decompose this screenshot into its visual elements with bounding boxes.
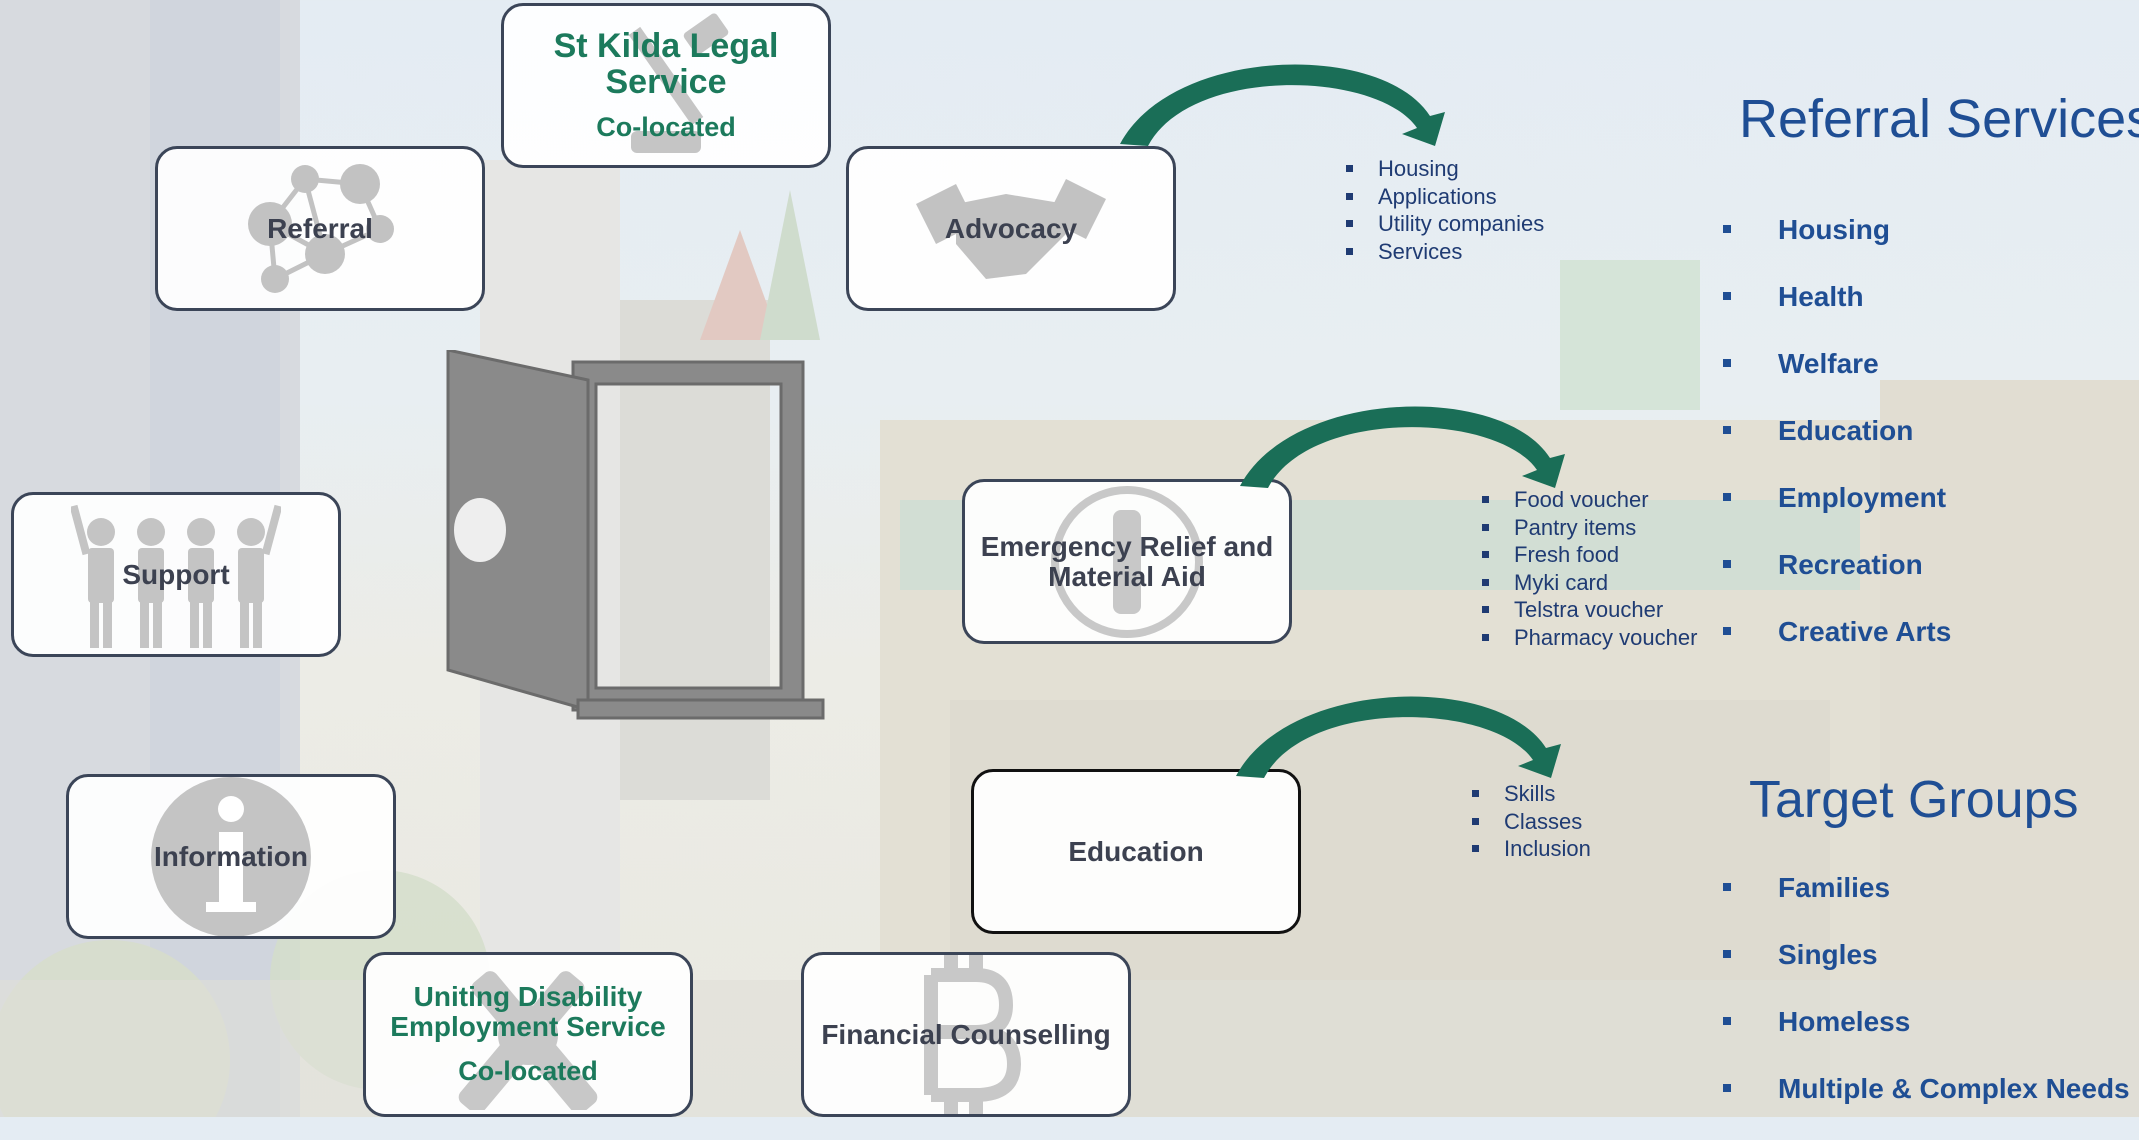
node-disability-service[interactable]: Uniting Disability Employment Service Co… [363, 952, 693, 1117]
emergency-relief-label: Emergency Relief and Material Aid [980, 530, 1274, 592]
list-item: Skills [1472, 780, 1591, 808]
referral-services-heading: Referral Services [1739, 89, 2139, 149]
info-icon [151, 777, 311, 936]
list-item: Pharmacy voucher [1482, 624, 1697, 652]
disability-service-title: Uniting Disability Employment Service [390, 981, 666, 1042]
support-label: Support [122, 558, 230, 590]
advocacy-list: Housing Applications Utility companies S… [1346, 155, 1544, 265]
node-support[interactable]: Support [11, 492, 341, 657]
medical-cross-icon [1051, 485, 1203, 638]
education-label: Education [1068, 835, 1204, 867]
list-item: Recreation [1723, 549, 1951, 616]
education-list: Skills Classes Inclusion [1472, 780, 1591, 863]
list-item: Services [1346, 238, 1544, 266]
hands-icon [458, 970, 598, 1110]
emergency-list: Food voucher Pantry items Fresh food Myk… [1482, 486, 1697, 651]
list-item: Families [1723, 872, 2130, 939]
list-item: Homeless [1723, 1006, 2130, 1073]
node-advocacy[interactable]: Advocacy [846, 146, 1176, 311]
list-item: Myki card [1482, 569, 1697, 597]
list-item: Education [1723, 415, 1951, 482]
financial-counselling-label: Financial Counselling [821, 1018, 1111, 1050]
target-groups-list: Families Singles Homeless Multiple & Com… [1723, 872, 2130, 1140]
node-financial-counselling[interactable]: Financial Counselling [801, 952, 1131, 1117]
list-item: Food voucher [1482, 486, 1697, 514]
disability-service-colocated: Co-located [458, 1056, 598, 1086]
list-item: Multiple & Complex Needs [1723, 1073, 2130, 1140]
list-item: Singles [1723, 939, 2130, 1006]
emergency-arrow [1240, 406, 1565, 488]
list-item: Welfare [1723, 348, 1951, 415]
list-item: Applications [1346, 183, 1544, 211]
node-legal-service[interactable]: St Kilda Legal Service Co-located [501, 3, 831, 168]
referral-services-list: Housing Health Welfare Education Employm… [1723, 214, 1951, 683]
list-item: Pantry items [1482, 514, 1697, 542]
network-icon [248, 163, 394, 293]
list-item: Creative Arts [1723, 616, 1951, 683]
advocacy-label: Advocacy [944, 212, 1078, 244]
education-arrow [1236, 696, 1561, 778]
information-label: Information [154, 840, 308, 872]
list-item: Housing [1346, 155, 1544, 183]
legal-service-title: St Kilda Legal Service [553, 27, 779, 101]
bitcoin-icon [924, 955, 1022, 1114]
handshake-icon [916, 178, 1106, 279]
list-item: Employment [1723, 482, 1951, 549]
list-item: Fresh food [1482, 541, 1697, 569]
list-item: Health [1723, 281, 1951, 348]
open-door-icon [446, 350, 825, 720]
list-item: Utility companies [1346, 210, 1544, 238]
list-item: Classes [1472, 808, 1591, 836]
node-referral[interactable]: Referral [155, 146, 485, 311]
list-item: Inclusion [1472, 835, 1591, 863]
advocacy-arrow [1120, 64, 1445, 146]
node-information[interactable]: Information [66, 774, 396, 939]
referral-label: Referral [267, 212, 373, 244]
node-education[interactable]: Education [971, 769, 1301, 934]
legal-service-colocated: Co-located [596, 112, 736, 142]
node-emergency-relief[interactable]: Emergency Relief and Material Aid [962, 479, 1292, 644]
target-groups-heading: Target Groups [1749, 771, 2079, 829]
list-item: Housing [1723, 214, 1951, 281]
people-icon [71, 504, 281, 648]
list-item: Telstra voucher [1482, 596, 1697, 624]
scales-icon [628, 12, 729, 153]
